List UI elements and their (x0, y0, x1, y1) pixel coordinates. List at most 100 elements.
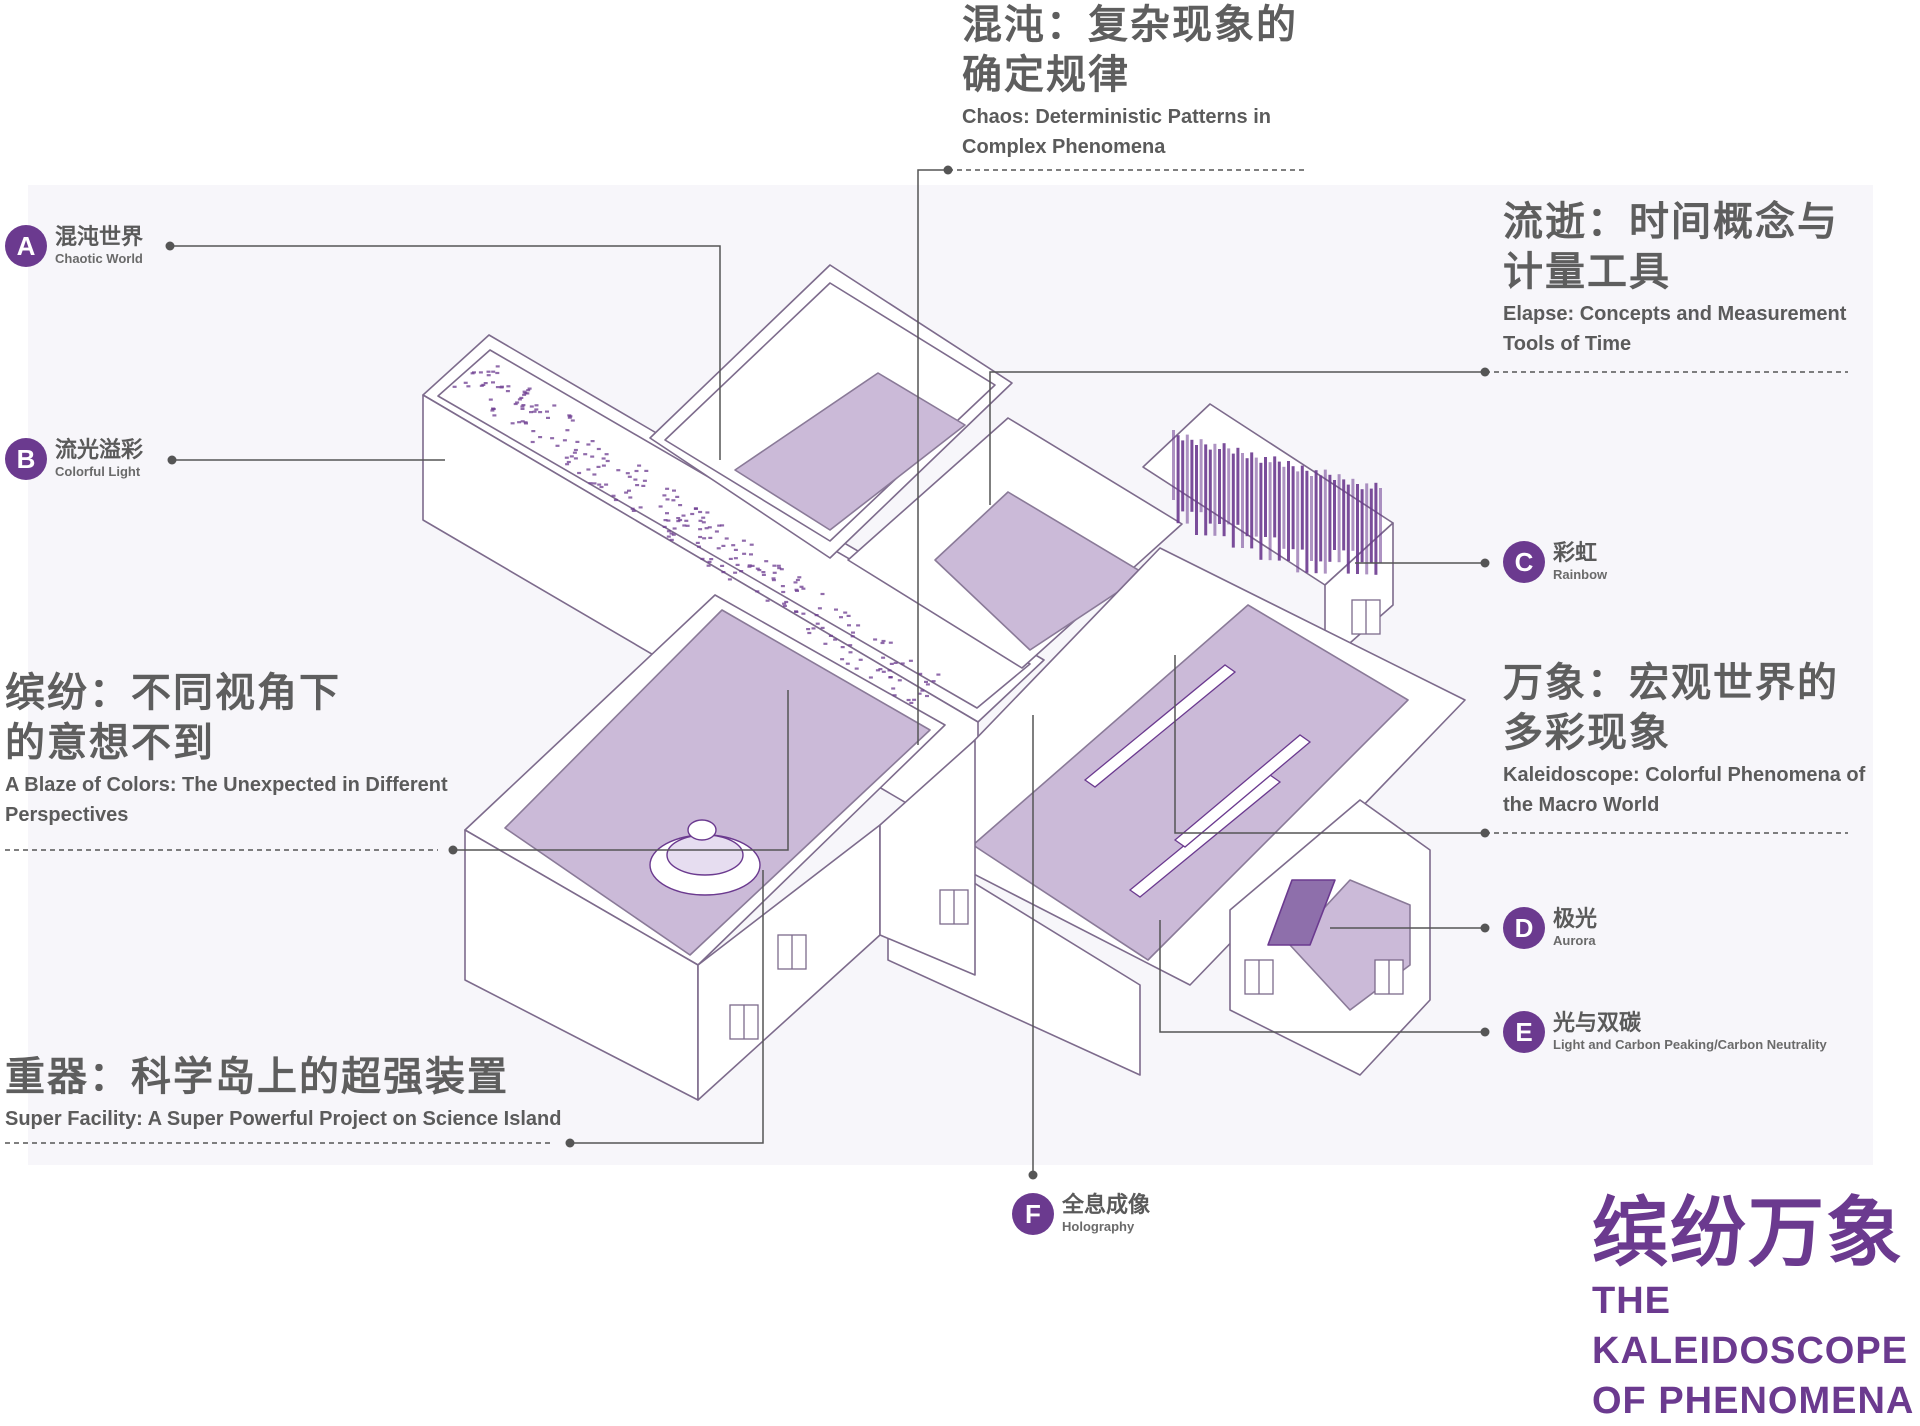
light-speckle (532, 410, 537, 413)
dot-marker-b (167, 455, 177, 465)
rainbow-strip (1222, 443, 1226, 537)
zone-kaleidoscope: 万象：宏观世界的 多彩现象 Kaleidoscope: Colorful Phe… (1503, 658, 1865, 820)
marker-a-badge: A (5, 225, 47, 267)
light-speckle (672, 489, 676, 492)
rainbow-strip (1346, 484, 1350, 574)
zone-blaze-zh-2: 的意想不到 (5, 720, 215, 766)
dot-super-facility (565, 1138, 575, 1148)
rainbow-strip (1314, 470, 1318, 574)
light-speckle (917, 692, 922, 695)
light-speckle (794, 610, 798, 613)
light-speckle (741, 539, 746, 542)
rainbow-strip (1296, 471, 1300, 573)
rainbow-strip (1268, 462, 1272, 561)
light-speckle (630, 507, 635, 510)
dot-marker-f (1028, 1170, 1038, 1180)
marker-e: E 光与双碳 Light and Carbon Peaking/Carbon N… (1503, 1011, 1827, 1053)
light-speckle (833, 638, 838, 641)
light-speckle (634, 469, 639, 473)
rainbow-strip (1287, 461, 1290, 561)
marker-b: B 流光溢彩 Colorful Light (5, 438, 143, 480)
light-speckle (755, 567, 760, 570)
exhibition-title-zh: 缤纷万象 (1592, 1188, 1904, 1277)
light-speckle (590, 440, 595, 443)
zone-chaos-en-1: Chaos: Deterministic Patterns in (962, 106, 1271, 128)
light-speckle (761, 573, 766, 576)
leader-dots (165, 165, 1490, 1180)
light-speckle (665, 512, 669, 515)
colorful-light-installation (452, 365, 941, 704)
rainbow-strip (1264, 457, 1267, 537)
light-speckle (565, 429, 570, 432)
light-speckle (848, 651, 853, 654)
light-speckle (534, 408, 539, 411)
light-speckle (562, 439, 567, 442)
marker-d-badge: D (1503, 907, 1545, 949)
marker-f-en: Holography (1062, 1219, 1135, 1234)
zone-chaos-zh-1: 混沌：复杂现象的 (962, 2, 1298, 48)
light-speckle (530, 440, 535, 444)
marker-c-en: Rainbow (1553, 567, 1608, 582)
light-speckle (526, 389, 531, 392)
light-speckle (727, 578, 732, 581)
light-speckle (795, 578, 800, 582)
rainbow-strip (1208, 449, 1212, 524)
zone-super-facility-zh: 重器：科学岛上的超强装置 (5, 1054, 509, 1100)
light-speckle (701, 521, 706, 524)
light-speckle (638, 506, 643, 509)
light-speckle (801, 587, 806, 590)
rainbow-strip (1231, 453, 1235, 548)
rainbow-strip (1190, 439, 1194, 512)
light-speckle (611, 494, 616, 497)
light-speckle (491, 407, 495, 410)
light-speckle (697, 545, 701, 548)
light-speckle (604, 453, 609, 456)
light-speckle (823, 642, 828, 645)
light-speckle (685, 524, 690, 527)
light-speckle (565, 463, 570, 466)
light-speckle (776, 564, 781, 567)
light-speckle (925, 683, 930, 686)
zone-super-facility: 重器：科学岛上的超强装置 Super Facility: A Super Pow… (5, 1052, 561, 1134)
zone-kaleidoscope-en-1: Kaleidoscope: Colorful Phenomena of (1503, 764, 1866, 786)
light-speckle (605, 459, 610, 463)
light-speckle (616, 469, 621, 472)
light-speckle (492, 414, 497, 417)
round-installation-top (666, 834, 744, 876)
light-speckle (684, 519, 689, 522)
light-speckle (868, 676, 873, 679)
light-speckle (848, 644, 853, 647)
light-speckle (706, 564, 711, 567)
light-speckle (676, 517, 681, 520)
rainbow-strip (1227, 448, 1231, 525)
rainbow-strip (1181, 440, 1185, 512)
light-speckle (568, 415, 573, 418)
leader-marker-a (170, 245, 721, 460)
rainbow-strip (1323, 469, 1327, 574)
light-speckle (817, 607, 822, 610)
light-speckle (627, 489, 631, 492)
light-speckle (665, 487, 670, 490)
marker-f: F 全息成像 Holography (1012, 1193, 1150, 1235)
light-speckle (573, 448, 578, 452)
light-speckle (676, 520, 681, 523)
marker-f-badge: F (1012, 1193, 1054, 1235)
rainbow-strip (1172, 430, 1175, 500)
light-speckle (666, 535, 671, 538)
rainbow-strip (1310, 476, 1313, 561)
marker-a-en: Chaotic World (55, 251, 143, 266)
light-speckle (599, 485, 604, 489)
light-speckle (888, 641, 893, 644)
rainbow-strip (1374, 482, 1378, 575)
light-speckle (875, 669, 880, 672)
rainbow-strip (1259, 462, 1263, 560)
light-speckle (918, 672, 923, 675)
light-speckle (588, 482, 593, 485)
leader-kaleidoscope (1174, 655, 1485, 834)
light-speckle (531, 430, 536, 433)
light-speckle (672, 527, 677, 530)
rainbow-strip (1342, 479, 1346, 551)
light-speckle (675, 495, 680, 498)
light-speckle (583, 453, 588, 456)
light-speckle (592, 473, 597, 476)
